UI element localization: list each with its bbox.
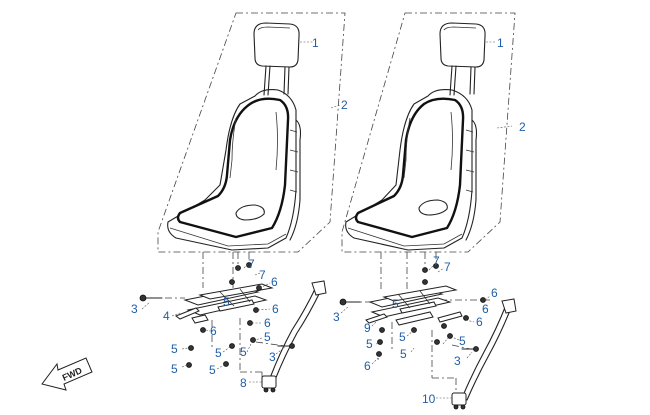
right-seat-phantom-outline	[341, 12, 516, 253]
left-callout-5-d: 5	[215, 346, 222, 360]
left-callout-8: 8	[240, 376, 247, 390]
right-callout-10: 10	[422, 392, 436, 406]
right-callout-9: 9	[364, 321, 371, 335]
right-seat-assembly: 1 2 3 9 5 5 5 5 5 6 6 6 6 7 7 3 10	[333, 12, 526, 410]
right-callout-6-c: 6	[476, 315, 483, 329]
left-callout-5-b: 5	[171, 342, 178, 356]
left-callout-5-c: 5	[171, 362, 178, 376]
right-headrest	[439, 22, 486, 96]
right-callout-5-b: 5	[366, 337, 373, 351]
left-callout-3-belt: 3	[269, 350, 276, 364]
left-callout-5-e: 5	[209, 363, 216, 377]
right-callout-6-b: 6	[482, 302, 489, 316]
forward-arrow-icon	[41, 357, 93, 391]
right-callout-1: 1	[497, 36, 504, 50]
left-callout-2: 2	[341, 98, 348, 112]
forward-direction-arrow: FWD	[41, 357, 93, 391]
left-callout-3-bolt: 3	[131, 302, 138, 316]
left-alignment-lines	[150, 252, 286, 380]
right-callout-numbers: 1 2 3 9 5 5 5 5 5 6 6 6 6 7 7 3 10	[333, 36, 526, 406]
left-callout-7-b: 7	[259, 268, 266, 282]
right-callout-7-b: 7	[444, 260, 451, 274]
left-callout-7-a: 7	[248, 257, 255, 271]
right-callout-5-rail: 5	[392, 297, 399, 311]
left-callout-4: 4	[163, 309, 170, 323]
left-seat-belt	[261, 280, 327, 393]
right-callout-6-d: 6	[364, 359, 371, 373]
right-callout-leaders	[340, 41, 513, 399]
left-seat-phantom-outline	[157, 12, 346, 253]
left-seat-slide-rails	[174, 283, 274, 324]
right-callout-5-c: 5	[399, 330, 406, 344]
right-fasteners	[339, 263, 486, 357]
left-callout-6-d: 6	[210, 324, 217, 338]
right-callout-3-belt: 3	[454, 354, 461, 368]
right-seat-belt	[451, 298, 517, 410]
right-callout-5-d: 5	[400, 347, 407, 361]
right-callout-7-a: 7	[433, 254, 440, 268]
left-seat-shell	[167, 89, 302, 251]
right-callout-3-bolt: 3	[333, 310, 340, 324]
left-fasteners	[139, 262, 295, 368]
left-callout-5-f: 5	[240, 345, 247, 359]
left-callout-numbers: 1 2 3 4 5 5 5 5 5 5 5 6 6 6 6 7 7 3 8	[131, 36, 348, 390]
left-callout-1: 1	[312, 36, 319, 50]
left-headrest	[253, 22, 300, 96]
right-alignment-lines	[350, 252, 490, 392]
left-callout-6-c: 6	[264, 316, 271, 330]
left-callout-leaders	[141, 41, 341, 383]
right-callout-5-e: 5	[459, 334, 466, 348]
left-callout-6-a: 6	[271, 275, 278, 289]
left-seat-assembly: 1 2 3 4 5 5 5 5 5 5 5 6 6 6 6 7 7 3 8	[131, 12, 348, 393]
left-callout-6-b: 6	[272, 302, 279, 316]
left-callout-5-g: 5	[264, 330, 271, 344]
right-seat-slide-rails	[365, 285, 463, 326]
right-callout-6-a: 6	[491, 286, 498, 300]
right-seat-shell	[345, 89, 478, 251]
left-callout-5-rail: 5	[223, 295, 230, 309]
right-callout-2: 2	[519, 120, 526, 134]
